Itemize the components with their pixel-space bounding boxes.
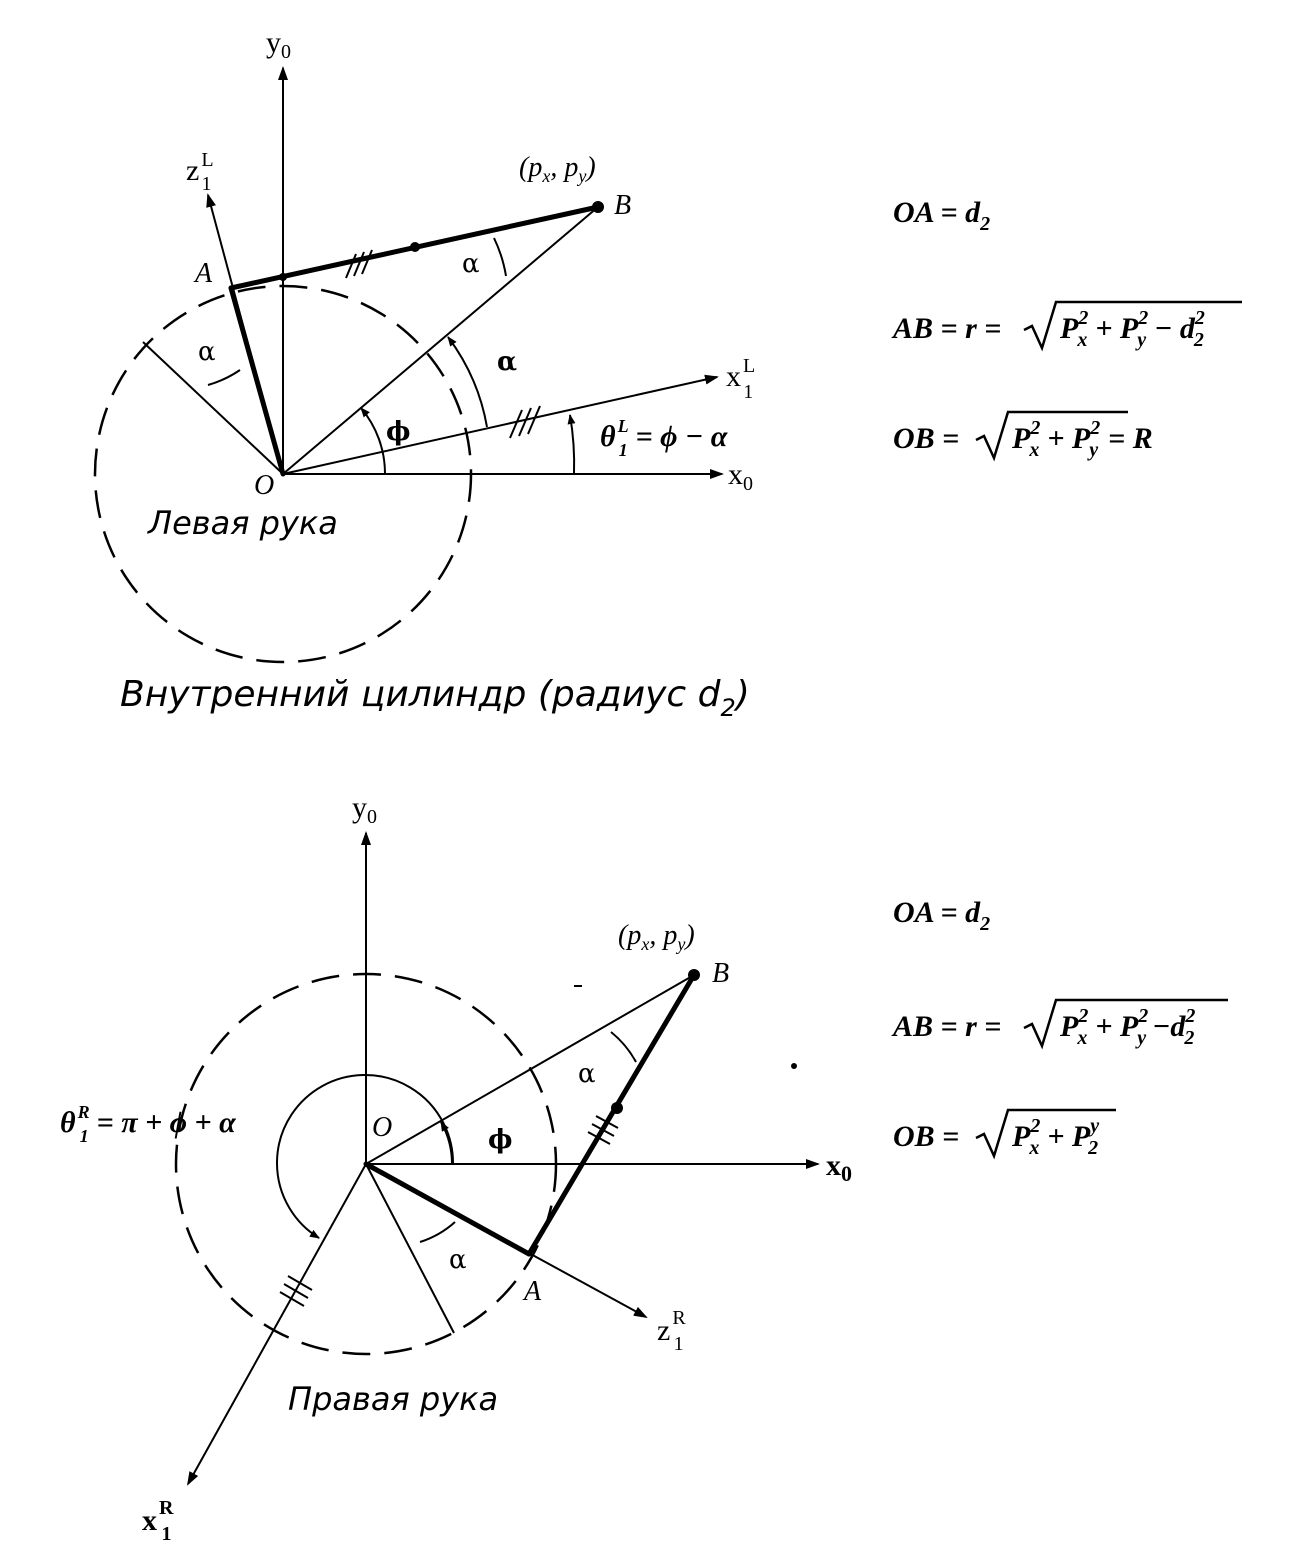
right-axis-y0-label: y0 (352, 791, 377, 828)
left-alpha-label-b: α (462, 249, 480, 279)
svg-text:P2x+ P2y= R: P2x+ P2y= R (1011, 417, 1153, 461)
right-arc-theta (276, 1073, 455, 1239)
right-hatch-x1 (279, 1275, 313, 1307)
right-eq-oa: OA = d2 (893, 896, 990, 935)
left-link-oa (228, 285, 286, 477)
left-arc-alpha-a (207, 369, 241, 386)
right-eq-ob-sqrt (975, 1108, 1116, 1160)
left-arc-alpha-large (447, 336, 488, 428)
svg-text:AB = r =: AB = r = (891, 1010, 1001, 1043)
left-point-a-label: A (193, 258, 213, 289)
left-hatch-ab (345, 249, 373, 279)
left-alpha-ref-line (142, 341, 284, 475)
right-alpha-label-a: α (449, 1245, 467, 1275)
right-axis-x1 (187, 1163, 367, 1486)
right-hatch-ab (587, 1115, 619, 1145)
right-arc-alpha-b (610, 1031, 637, 1063)
right-arc-alpha-a (419, 1221, 456, 1243)
left-axis-y0-label: y0 (266, 26, 291, 63)
right-alpha-label-b: α (578, 1059, 596, 1089)
left-arm-caption: Левая рука (147, 504, 338, 542)
svg-text:P2x+ P2y−d22: P2x+ P2y−d22 (1059, 1005, 1195, 1049)
svg-text:P2x+ Py2: P2x+ Py2 (1011, 1115, 1099, 1159)
svg-text:AB = r =: AB = r = (891, 312, 1001, 345)
left-arc-theta (567, 414, 576, 475)
left-point-b-label: B (614, 190, 631, 221)
right-point-a-label: A (522, 1276, 542, 1307)
svg-text:OB =: OB = (893, 422, 959, 455)
right-arm-caption: Правая рука (288, 1380, 498, 1418)
right-joint-mid-dot (611, 1102, 623, 1114)
left-hatch-x1 (509, 405, 541, 439)
left-point-b-coords: (px, py) (519, 152, 596, 186)
svg-text:OB =: OB = (893, 1120, 959, 1153)
right-alpha-ref-line (365, 1163, 455, 1334)
svg-text:P2x+ P2y− d22: P2x+ P2y− d22 (1059, 307, 1205, 351)
right-arc-phi (440, 1121, 453, 1165)
left-point-o-label: O (254, 470, 274, 501)
right-point-b-coords: (px, py) (618, 920, 695, 954)
left-point-b-dot (592, 201, 604, 213)
left-axis-x0-label: x0 (728, 458, 753, 495)
right-link-ab (526, 972, 697, 1257)
right-phi-label: ϕ (488, 1125, 512, 1155)
left-alpha-label-circle: α (198, 337, 216, 367)
left-eq-ob-sqrt (975, 410, 1128, 462)
left-eq-oa: OA = d2 (893, 196, 990, 235)
left-line-ob (282, 206, 599, 475)
right-line-ob (365, 974, 695, 1165)
left-joint-y-dot (279, 273, 287, 281)
inner-cylinder-caption: Внутренний цилиндр (радиус d2) (120, 674, 750, 722)
left-arc-alpha-b (493, 237, 507, 277)
left-joint-mid-dot (410, 242, 420, 252)
right-axis-x0-label: x0 (826, 1149, 852, 1186)
right-point-b-dot (688, 969, 700, 981)
left-arc-phi (360, 407, 387, 475)
left-eq-ab-sqrt (1023, 300, 1242, 352)
right-point-o-label: O (372, 1112, 392, 1143)
right-eq-ab-sqrt (1023, 998, 1228, 1050)
right-link-oa (363, 1161, 532, 1257)
left-axis-x1 (282, 374, 719, 475)
scan-speck (791, 1063, 797, 1069)
right-point-b-label: B (712, 958, 729, 989)
left-alpha-label-large: α (497, 347, 517, 377)
left-phi-label: ϕ (386, 417, 410, 447)
